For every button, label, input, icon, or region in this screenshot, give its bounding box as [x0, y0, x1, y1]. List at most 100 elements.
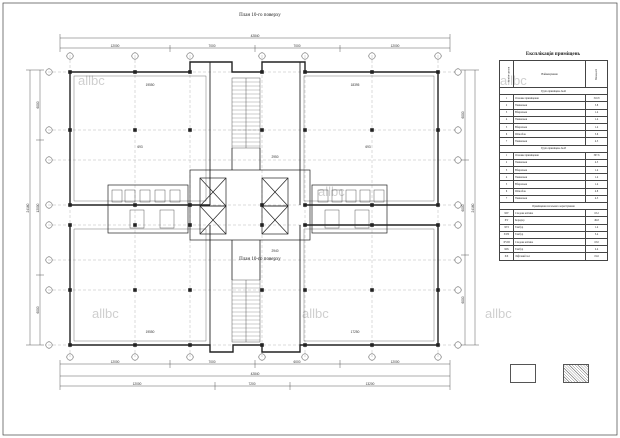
room-number: 6 — [499, 187, 514, 196]
column — [436, 128, 440, 132]
room-number: XIV — [499, 209, 514, 218]
group-label: Група приміщень №43 — [499, 144, 608, 153]
corridor — [231, 148, 261, 280]
dim-left-total: 24160 — [26, 203, 30, 212]
column — [260, 128, 264, 132]
room-number: 3 — [499, 166, 514, 175]
group-label: Група приміщень №42 — [499, 86, 608, 96]
column — [303, 223, 307, 227]
watermark: allbc — [302, 306, 329, 321]
column — [133, 288, 137, 292]
dim-top: 7000 — [208, 44, 215, 48]
core-dim-label: 2940 — [271, 249, 278, 253]
room-name: Вбиральня — [513, 180, 586, 189]
room-number: 4 — [499, 115, 514, 124]
room-number: 7 — [499, 137, 514, 146]
facade-lines — [73, 75, 435, 342]
wing-dim-label: 18395 — [351, 83, 360, 87]
room-schedule-title: Експлікація приміщень — [525, 52, 581, 57]
room-number: 1 — [499, 151, 514, 160]
dim-top: 7000 — [293, 44, 300, 48]
dim-bottom-sub: 12000 — [133, 382, 142, 386]
column — [436, 223, 440, 227]
room-area: 4.3 — [585, 194, 608, 204]
dim-top: 12000 — [111, 44, 120, 48]
room-name: Основне приміщення — [513, 94, 586, 103]
group-label: Приміщення загального користування — [499, 201, 608, 211]
room-area: 49.8 — [585, 216, 608, 225]
dim-right: 6000 — [461, 111, 465, 118]
table-group-row: Група приміщень №43 — [499, 144, 608, 153]
legend-symbol-hatch — [563, 364, 589, 383]
room-number: XVIII — [499, 237, 514, 247]
room-name: Основне приміщення — [513, 151, 586, 160]
room-number: 1 — [499, 94, 514, 103]
column — [133, 223, 137, 227]
room-name: Умивальня — [513, 137, 586, 146]
legend-symbol-wall — [510, 364, 536, 383]
room-area: 1.4 — [585, 122, 608, 132]
wing-dim-label: 17250 — [351, 330, 360, 334]
dim-bottom: 6000 — [293, 360, 300, 364]
plan-title: План 10-го поверху — [239, 13, 281, 18]
core-dim-label: 2950 — [271, 155, 278, 159]
dim-bottom: 12000 — [111, 360, 120, 364]
room-schedule: Експлікація приміщень № п/ м-щення Найме… — [499, 52, 608, 261]
column — [188, 343, 192, 347]
room-number: XV — [499, 216, 514, 225]
bottom-dimensions — [59, 360, 451, 390]
table-header-row: № п/ м-щення Найменування Площа м2 — [499, 60, 608, 88]
central-core — [107, 169, 388, 241]
room-area: 2.4 — [585, 245, 608, 254]
column-header: Площа м2 — [585, 60, 608, 88]
stairs — [231, 77, 261, 343]
column — [436, 203, 440, 207]
room-name: Шлюзбок — [513, 187, 586, 196]
room-number: 4 — [499, 173, 514, 182]
column — [303, 203, 307, 207]
dim-top: 12000 — [391, 44, 400, 48]
room-name: Тамбур — [513, 245, 586, 254]
column — [188, 128, 192, 132]
column — [133, 70, 137, 74]
dim-bottom: 12000 — [391, 360, 400, 364]
room-number: 2 — [499, 101, 514, 110]
room-area: 1.4 — [585, 166, 608, 175]
room-name: Шлюзбок — [513, 130, 586, 139]
room-name: Ліфтовий хол — [513, 252, 586, 261]
room-name: Умивальня — [513, 115, 586, 124]
table-group-row: Група приміщень №42 — [499, 86, 608, 96]
room-area-label: 693 — [137, 145, 143, 149]
room-area: 4.8 — [585, 187, 608, 196]
room-name: Сходова клітина — [513, 237, 586, 247]
column — [303, 70, 307, 74]
dim-bottom-total: 42840 — [251, 372, 260, 376]
room-area: 310.8 — [585, 94, 608, 103]
wing-dim-label: 19550 — [146, 330, 155, 334]
column — [68, 288, 72, 292]
room-number: 3 — [499, 108, 514, 117]
room-number: 7 — [499, 194, 514, 204]
column — [188, 288, 192, 292]
room-name: Умивальня — [513, 158, 586, 168]
dim-left: 6000 — [36, 306, 40, 313]
column — [133, 343, 137, 347]
column — [370, 223, 374, 227]
room-area: 307.6 — [585, 151, 608, 160]
column — [370, 70, 374, 74]
room-area: 4.3 — [585, 158, 608, 168]
dim-right-total: 24160 — [471, 203, 475, 212]
watermark: allbc — [318, 184, 345, 199]
room-schedule-table: № п/ м-щення Найменування Площа м2 Група… — [499, 60, 608, 261]
columns — [68, 70, 440, 347]
